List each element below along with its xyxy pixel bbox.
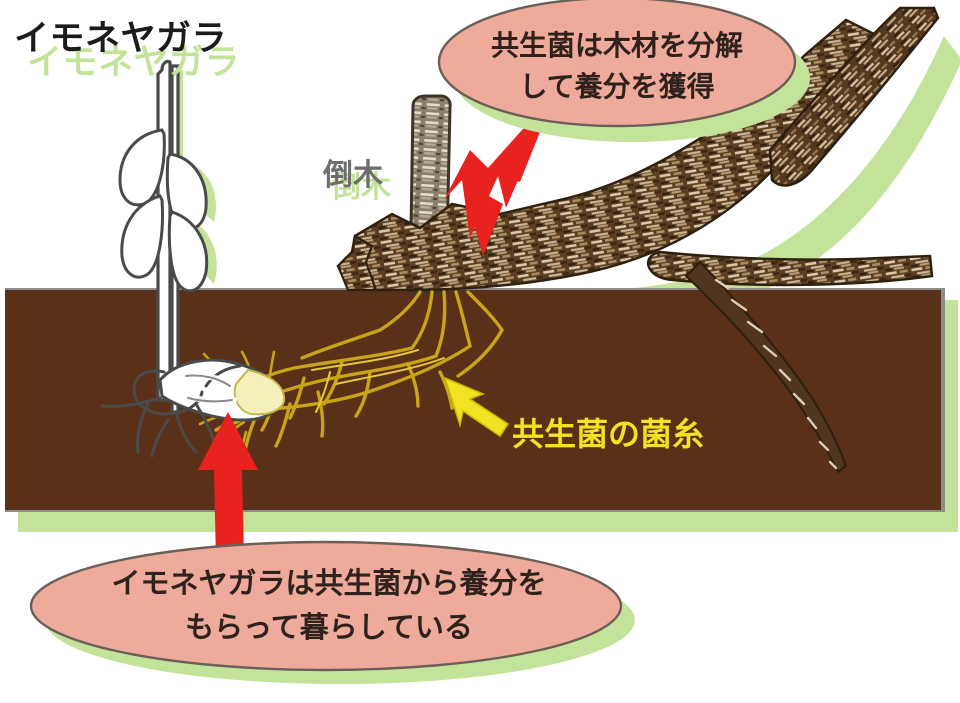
callout-top — [437, 0, 810, 142]
mycelium-label: 共生菌の菌糸 — [512, 416, 705, 452]
figure-title-shadow: イモネヤガラ — [27, 43, 241, 82]
callout-bottom — [29, 540, 635, 684]
callout-bottom-text: イモネヤガラは共生菌から養分を もらって暮らしている — [111, 568, 547, 644]
red-arrow-to-tuber — [198, 412, 258, 562]
fallen-log-label-shadow: 倒木 — [331, 171, 391, 204]
fallen-log-label: 倒木 — [323, 159, 383, 192]
callout-top-text: 共生菌は木材を分解 して養分を獲得 — [490, 30, 743, 102]
figure-title: イモネヤガラ — [14, 19, 228, 58]
yellow-arrow-to-mycelium — [443, 376, 510, 438]
